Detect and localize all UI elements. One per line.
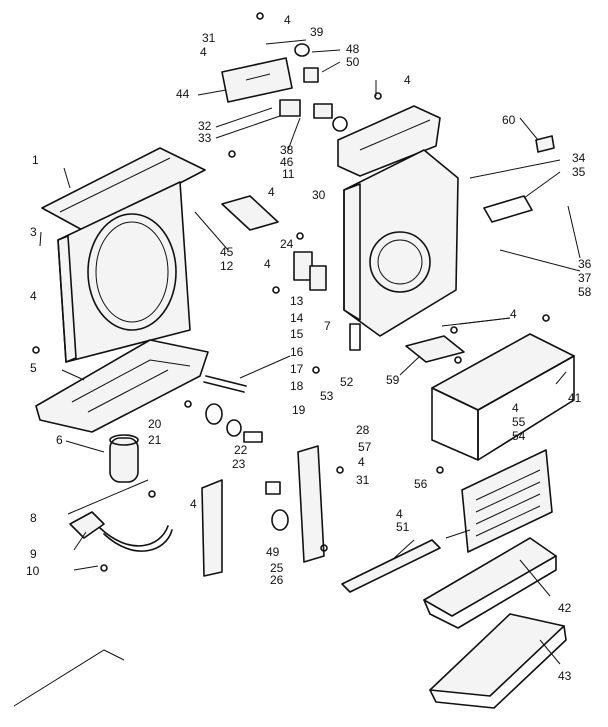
front-grille-frame [57, 181, 191, 363]
condenser-coil [461, 449, 553, 553]
side-panel [201, 479, 223, 577]
relay [293, 251, 327, 291]
label-4: 4 [264, 257, 271, 271]
label-4: 4 [30, 289, 37, 303]
label-46: 46 [280, 155, 294, 169]
label-4: 4 [284, 13, 291, 27]
part-labels: 4 39 31 4 48 50 44 4 60 32 33 38 46 11 3… [26, 13, 592, 683]
control-bracket [221, 57, 293, 103]
label-36: 36 [578, 257, 592, 271]
drain-pan-upper [423, 537, 557, 629]
label-4: 4 [404, 73, 411, 87]
label-6: 6 [56, 433, 63, 447]
label-45: 45 [220, 245, 234, 259]
leader-lines [39, 39, 581, 665]
label-10: 10 [26, 564, 40, 578]
label-49: 49 [266, 545, 280, 559]
base-pan [35, 339, 209, 433]
label-8: 8 [30, 511, 37, 525]
sketch-line [13, 649, 125, 707]
insulation-strip [341, 539, 441, 593]
screws [32, 12, 550, 572]
label-51: 51 [396, 520, 410, 534]
condenser-frame [431, 333, 575, 461]
label-3: 3 [30, 225, 37, 239]
label-18: 18 [290, 379, 304, 393]
label-7: 7 [324, 319, 331, 333]
label-4: 4 [512, 401, 519, 415]
label-4: 4 [510, 307, 517, 321]
label-38: 38 [280, 143, 294, 157]
motor-parts [205, 403, 289, 531]
label-37: 37 [578, 271, 592, 285]
label-43: 43 [558, 669, 572, 683]
label-20: 20 [148, 417, 162, 431]
label-31: 31 [202, 31, 216, 45]
label-57: 57 [358, 440, 372, 454]
label-54: 54 [512, 429, 526, 443]
label-21: 21 [148, 433, 162, 447]
label-12: 12 [220, 259, 234, 273]
label-44: 44 [176, 87, 190, 101]
label-24: 24 [280, 237, 294, 251]
label-59: 59 [386, 373, 400, 387]
label-52: 52 [340, 375, 354, 389]
label-9: 9 [30, 547, 37, 561]
mount-bracket [221, 195, 279, 231]
label-33: 33 [198, 131, 212, 145]
label-39: 39 [310, 25, 324, 39]
capacitor [109, 434, 139, 483]
control-panel [297, 445, 325, 563]
air-duct [337, 105, 441, 177]
drain-tube [203, 375, 247, 393]
filter [483, 195, 533, 223]
label-19: 19 [292, 403, 306, 417]
label-26: 26 [270, 573, 284, 587]
label-1: 1 [32, 153, 39, 167]
label-58: 58 [578, 285, 592, 299]
label-13: 13 [290, 294, 304, 308]
knob [535, 135, 555, 153]
drain-pan-lower [429, 613, 567, 709]
label-34: 34 [572, 151, 586, 165]
label-42: 42 [558, 601, 572, 615]
label-60: 60 [502, 113, 516, 127]
label-4: 4 [396, 507, 403, 521]
label-14: 14 [290, 311, 304, 325]
label-22: 22 [234, 443, 248, 457]
label-4: 4 [190, 497, 197, 511]
label-4: 4 [268, 185, 275, 199]
label-11: 11 [282, 167, 295, 181]
label-5: 5 [30, 361, 37, 375]
label-23: 23 [232, 457, 246, 471]
label-35: 35 [572, 165, 586, 179]
label-17: 17 [290, 362, 304, 376]
label-48: 48 [346, 42, 360, 56]
power-cord [69, 511, 173, 552]
label-16: 16 [290, 345, 304, 359]
switch-block [279, 43, 348, 132]
label-4: 4 [200, 45, 207, 59]
label-32: 32 [198, 119, 212, 133]
label-50: 50 [346, 55, 360, 69]
label-4: 4 [358, 455, 365, 469]
label-31: 31 [356, 473, 370, 487]
bulkhead [343, 149, 459, 351]
label-55: 55 [512, 415, 526, 429]
label-41: 41 [568, 391, 582, 405]
label-53: 53 [320, 389, 334, 403]
label-30: 30 [312, 188, 326, 202]
label-25: 25 [270, 561, 284, 575]
label-28: 28 [356, 423, 370, 437]
label-56: 56 [414, 477, 428, 491]
label-15: 15 [290, 327, 304, 341]
top-cover-panel [41, 147, 206, 233]
